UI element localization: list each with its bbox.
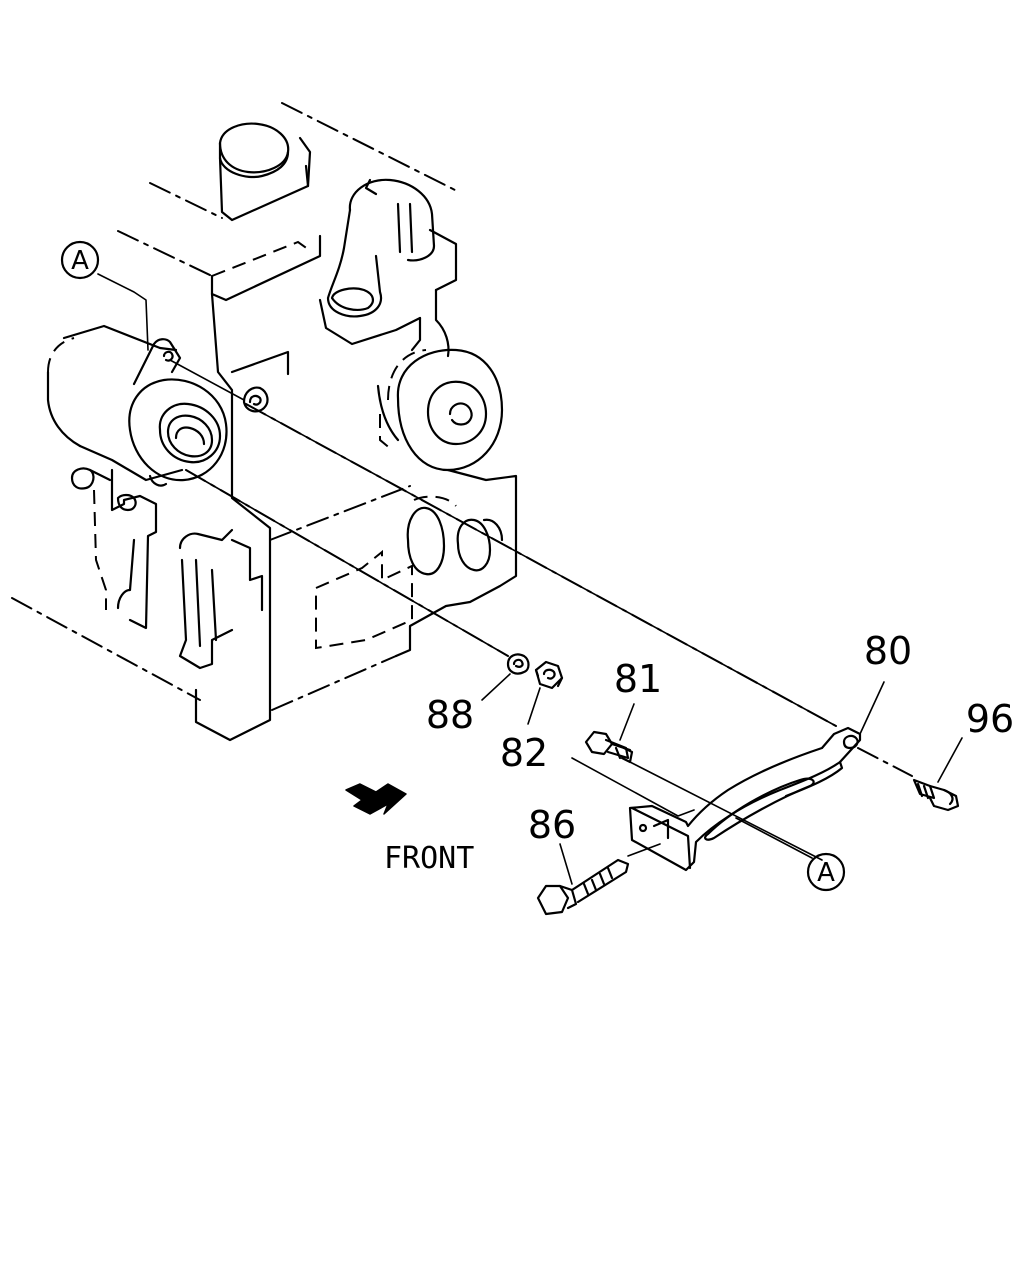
ref-marker-bottom-label: A	[817, 858, 835, 888]
label-part-86: 86	[528, 803, 576, 847]
block-washer	[242, 386, 269, 413]
ref-marker-top-label: A	[71, 246, 89, 276]
ref-marker-bottom: A	[806, 852, 846, 892]
ref-marker-top: A	[60, 240, 100, 280]
front-arrow-icon	[345, 783, 407, 815]
washer-part	[481, 653, 530, 701]
bracket-part	[628, 681, 885, 872]
nut-part	[527, 660, 564, 725]
label-part-80: 80	[864, 629, 912, 673]
front-label: FRONT	[384, 841, 474, 876]
label-part-82: 82	[500, 731, 548, 775]
label-part-81: 81	[614, 657, 662, 701]
assembly-lines	[97, 273, 913, 861]
alternator	[46, 324, 264, 670]
bolt-small-part	[912, 737, 963, 812]
label-part-88: 88	[426, 693, 474, 737]
bolt-long-part	[536, 843, 630, 916]
engine-block	[11, 102, 518, 742]
bolt-short-part	[584, 703, 635, 764]
label-part-96: 96	[966, 697, 1014, 741]
